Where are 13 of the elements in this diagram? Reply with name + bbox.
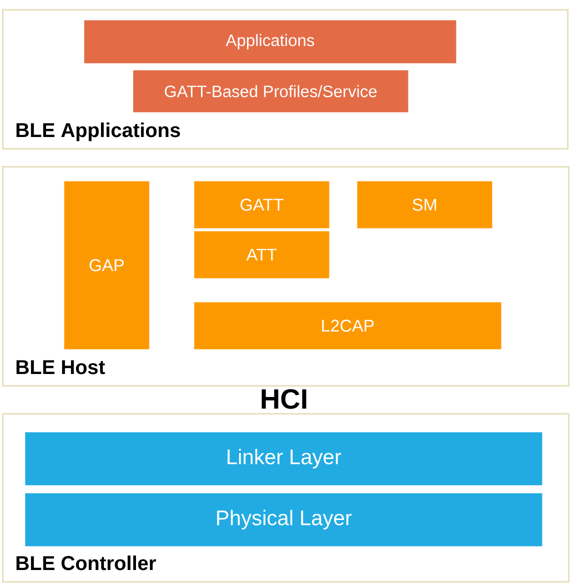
layer-box: Applications xyxy=(84,20,456,64)
panel-heading: BLE Applications xyxy=(16,122,180,142)
layer-box: GATT xyxy=(194,181,330,228)
layer-box: Physical Layer xyxy=(25,493,542,546)
interface-label: HCI xyxy=(262,389,306,409)
layer-box: GATT-Based Profiles/Service xyxy=(133,70,408,112)
layer-box: L2CAP xyxy=(194,302,502,350)
layer-box: SM xyxy=(357,181,492,228)
layer-box: GAP xyxy=(64,181,150,350)
panel-heading: BLE Controller xyxy=(16,556,156,570)
layer-box: Linker Layer xyxy=(25,432,542,486)
layer-box: ATT xyxy=(194,231,330,278)
panel-heading: BLE Host xyxy=(16,360,105,374)
